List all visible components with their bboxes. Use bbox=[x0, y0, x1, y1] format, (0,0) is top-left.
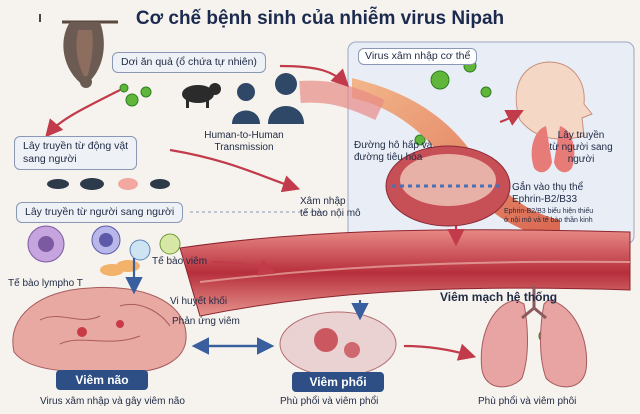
animal-to-human-line-2: sang người bbox=[23, 153, 77, 165]
receptor-line-1: Gắn vào thụ thể bbox=[512, 182, 584, 193]
page-title: Cơ chế bệnh sinh của nhiễm virus Nipah bbox=[135, 8, 505, 29]
airway-line-2: đường tiêu hóa bbox=[354, 152, 423, 163]
receptor-label: Gắn vào thụ thể Ephrin-B2/B33 bbox=[512, 182, 583, 206]
pneumonia-caption: Phù phổi và viêm phổi bbox=[280, 396, 379, 407]
animal-to-human-label: Lây truyền từ động vật sang người bbox=[14, 136, 138, 170]
airway-line-1: Đường hô hấp và bbox=[354, 140, 433, 151]
t-lymphocyte-cells bbox=[27, 225, 181, 276]
receptor-note-line-1: Ephrin-B2/B3 biểu hiện thiếu bbox=[504, 208, 594, 215]
human-to-human-label: Lây truyền từ người sang người bbox=[16, 202, 184, 223]
arrow-to-endothelium bbox=[169, 148, 301, 193]
inflammatory-cell-label: Tế bào viêm bbox=[152, 256, 208, 267]
lung-tissue bbox=[279, 311, 397, 377]
h2h-line-2: Transmission bbox=[214, 142, 274, 153]
animal-to-human-line-1: Lây truyền từ động vật bbox=[23, 140, 129, 152]
receptor-note-line-2: ở nội mô và tế bào thần kinh bbox=[504, 216, 593, 224]
arrow-bat-to-entry bbox=[279, 64, 350, 88]
blood-vessel bbox=[179, 229, 631, 317]
endothelial-entry-label: Xâm nhập tế bào nội mô bbox=[300, 196, 361, 220]
arrow-bat-to-animal bbox=[45, 89, 121, 138]
bat-icon bbox=[39, 14, 118, 88]
bat-reservoir-label: Dơi ăn quả (ổ chứa tự nhiên) bbox=[112, 52, 266, 73]
h2h-right-label: Lây truyền từ người sang người bbox=[540, 130, 622, 166]
h2h-right-line-1: Lây truyền bbox=[557, 130, 605, 141]
h2h-line-1: Human-to-Human bbox=[204, 130, 284, 141]
receptor-note: Ephrin-B2/B3 biểu hiện thiếu ở nội mô và… bbox=[504, 208, 593, 225]
inflammatory-reaction-label: Phản ứng viêm bbox=[172, 316, 240, 327]
lung-caption: Phù phổi và viêm phôi bbox=[478, 396, 577, 407]
virus-entry-title: Virus xâm nhập cơ thể bbox=[358, 48, 478, 65]
pneumonia-tag: Viêm phổi bbox=[292, 372, 384, 392]
h2h-right-line-2: từ người sang bbox=[549, 142, 613, 153]
h2h-transmission-label: Human-to-Human Transmission bbox=[188, 130, 300, 154]
encephalitis-tag: Viêm não bbox=[56, 370, 148, 390]
microthrombus-label: Vi huyết khối bbox=[170, 296, 228, 307]
respiratory-tract-icon bbox=[515, 61, 593, 173]
endothelial-line-2: tế bào nội mô bbox=[300, 208, 361, 219]
pig-icon bbox=[182, 83, 221, 108]
livestock-icons bbox=[47, 178, 170, 190]
encephalitis-caption: Virus xâm nhập và gây viêm não bbox=[40, 396, 185, 407]
airway-label: Đường hô hấp và đường tiêu hóa bbox=[354, 140, 432, 164]
h2h-right-line-3: người bbox=[567, 154, 595, 165]
human-silhouettes-icon bbox=[232, 73, 304, 124]
systemic-vasculitis-label: Viêm mạch hệ thống bbox=[440, 290, 558, 304]
receptor-line-2: Ephrin-B2/B33 bbox=[512, 194, 578, 205]
brain-illustration bbox=[12, 286, 187, 373]
arrow-to-head bbox=[499, 110, 524, 126]
t-lympho-label: Tế bào lympho T bbox=[8, 278, 83, 289]
endothelial-line-1: Xâm nhập bbox=[300, 196, 346, 207]
lungs-illustration bbox=[480, 286, 588, 388]
arrow-lung-to-lungs bbox=[403, 343, 477, 361]
arrow-cells-to-vessel bbox=[211, 259, 277, 276]
